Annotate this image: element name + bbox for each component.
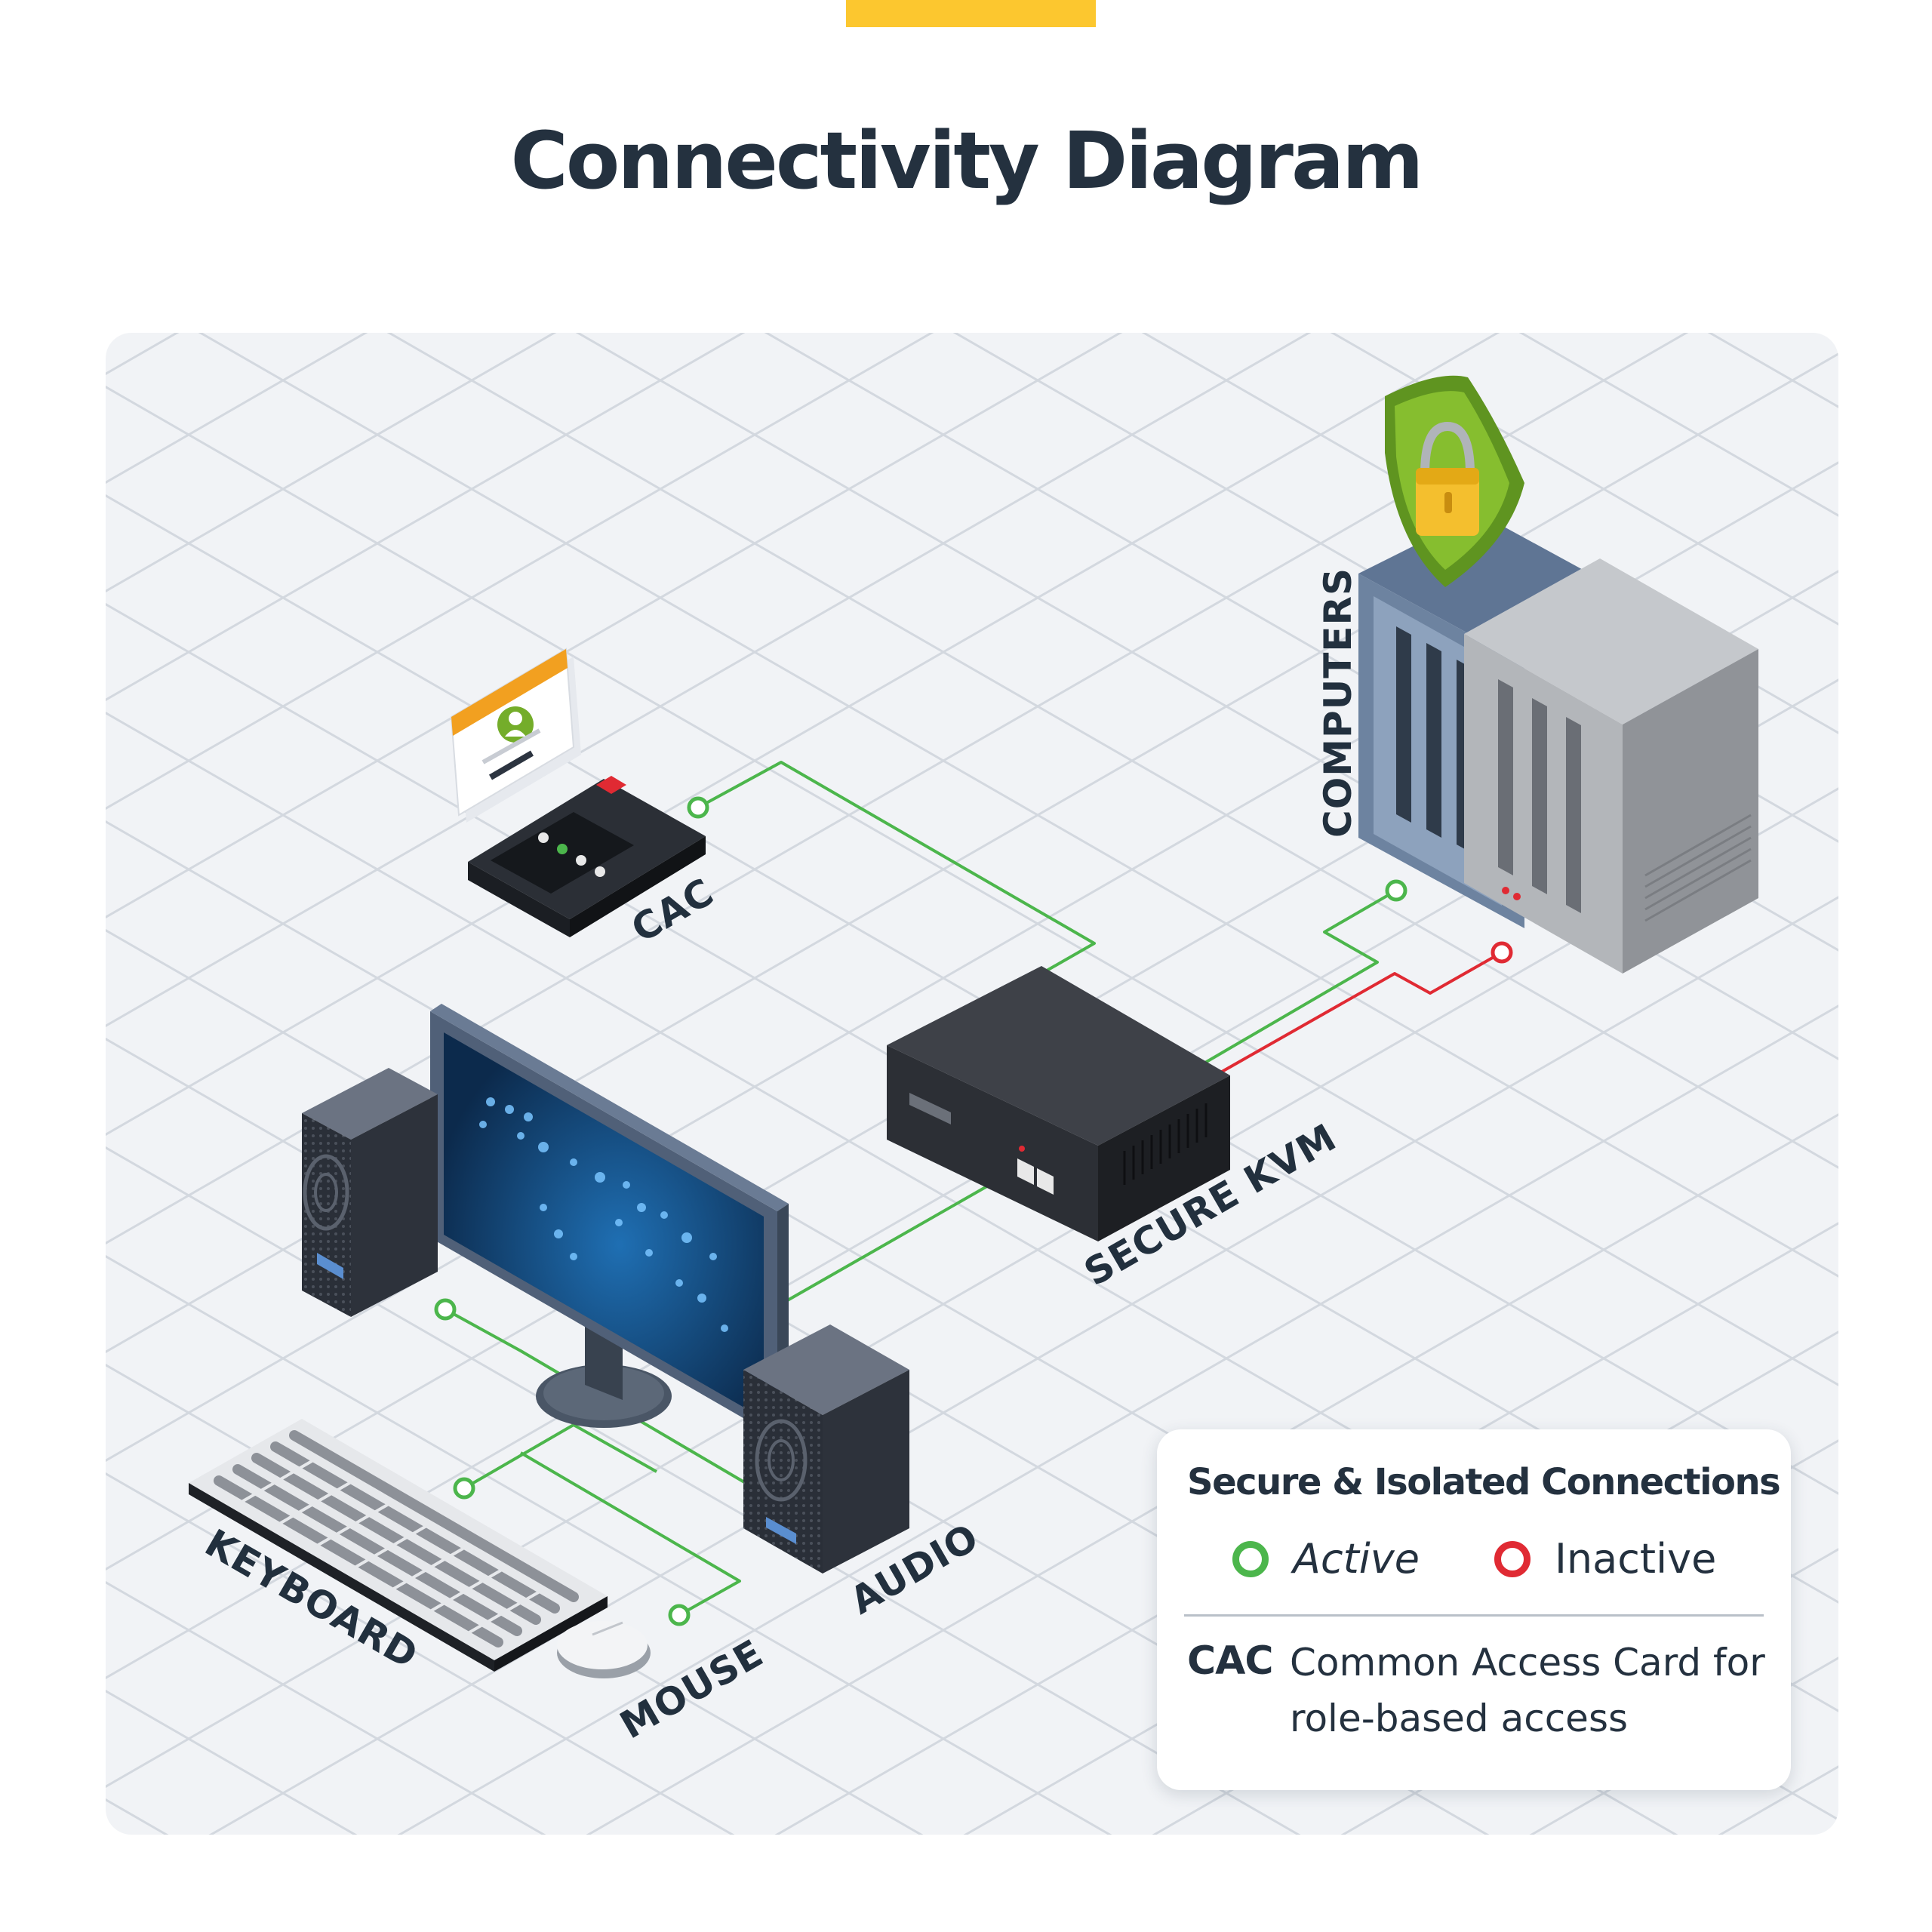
inactive-node <box>1491 941 1513 964</box>
abbreviation-definition: Common Access Card for role-based access <box>1290 1641 1765 1740</box>
abbreviation-term: CAC <box>1187 1638 1274 1684</box>
keyboard-link-line <box>463 1423 657 1490</box>
top-accent-bar <box>846 0 1096 27</box>
legend-title: Secure & Isolated Connections <box>1187 1461 1781 1503</box>
inactive-ring-icon <box>1494 1540 1531 1577</box>
computers-label: COMPUTERS <box>1316 568 1360 838</box>
world-map-icon <box>479 1097 728 1332</box>
legend-inactive: Inactive <box>1494 1535 1716 1583</box>
connection-lines <box>445 761 1503 1617</box>
diagram-panel: CAC <box>106 333 1838 1835</box>
keyboard <box>189 1419 608 1672</box>
inactive-label: Inactive <box>1555 1535 1717 1583</box>
monitor <box>430 1004 789 1438</box>
user-card-icon <box>450 648 581 823</box>
secure-kvm-switch <box>887 966 1230 1241</box>
monitor-link-line <box>784 1180 997 1303</box>
cac-reader <box>450 648 706 937</box>
speaker-right <box>743 1324 909 1574</box>
computers-tower <box>1358 513 1758 974</box>
cac-link-line <box>697 761 1096 975</box>
legend-card: Secure & Isolated Connections Active Ina… <box>1157 1429 1791 1790</box>
active-label: Active <box>1293 1535 1420 1583</box>
speaker-icon <box>303 1154 349 1231</box>
legend-active: Active <box>1232 1535 1420 1583</box>
computers-inactive-line <box>1211 951 1503 1079</box>
mouse <box>557 1621 651 1678</box>
connectivity-scene: CAC <box>106 333 1838 1835</box>
legend-divider <box>1184 1614 1764 1617</box>
shield-lock-icon <box>1385 375 1524 587</box>
connector-nodes <box>434 796 1407 1626</box>
active-ring-icon <box>1232 1540 1269 1577</box>
computers-active-line <box>1198 889 1398 1067</box>
page-title: Connectivity Diagram <box>510 115 1424 207</box>
audio-link-line <box>445 1308 760 1492</box>
speaker-left <box>302 1068 438 1317</box>
mouse-link-line <box>519 1451 741 1617</box>
